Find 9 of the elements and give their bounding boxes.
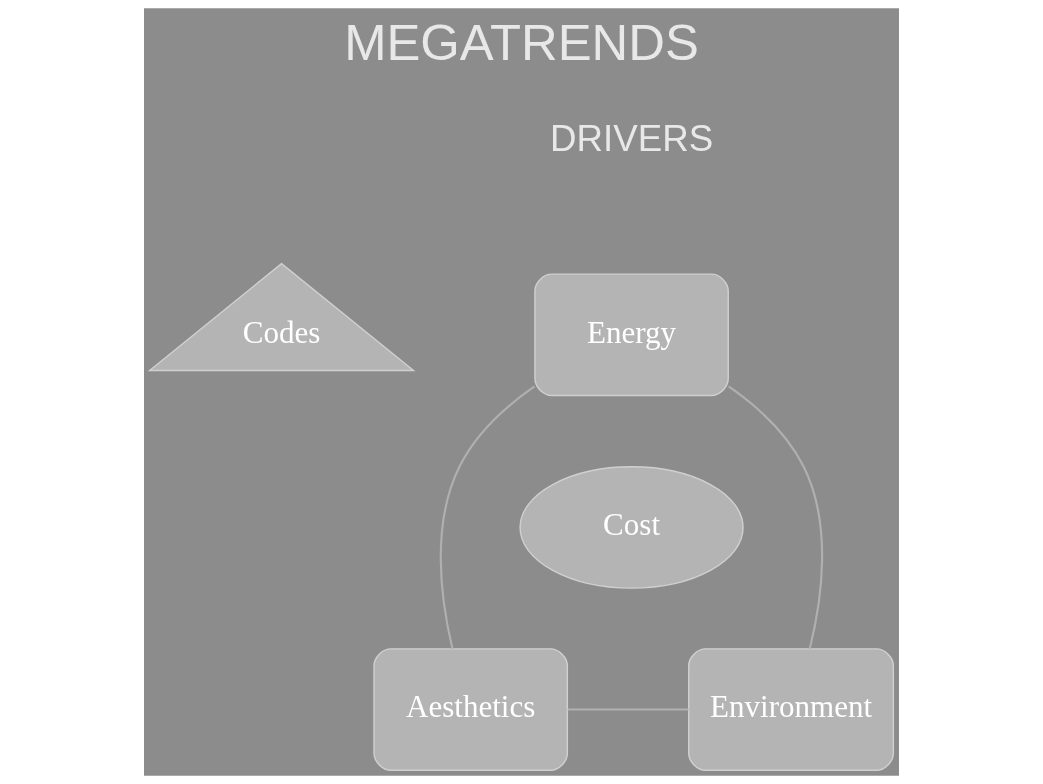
node-box: Environment [688,648,895,771]
connector [728,385,824,649]
node-box: Energy [534,273,729,397]
diagram-title: MEGATRENDS [344,14,699,72]
node-box: Aesthetics [373,648,569,771]
connector [439,385,536,649]
connector [567,708,689,711]
label: DRIVERS [550,118,714,160]
node-ellipse: Cost [519,466,744,589]
